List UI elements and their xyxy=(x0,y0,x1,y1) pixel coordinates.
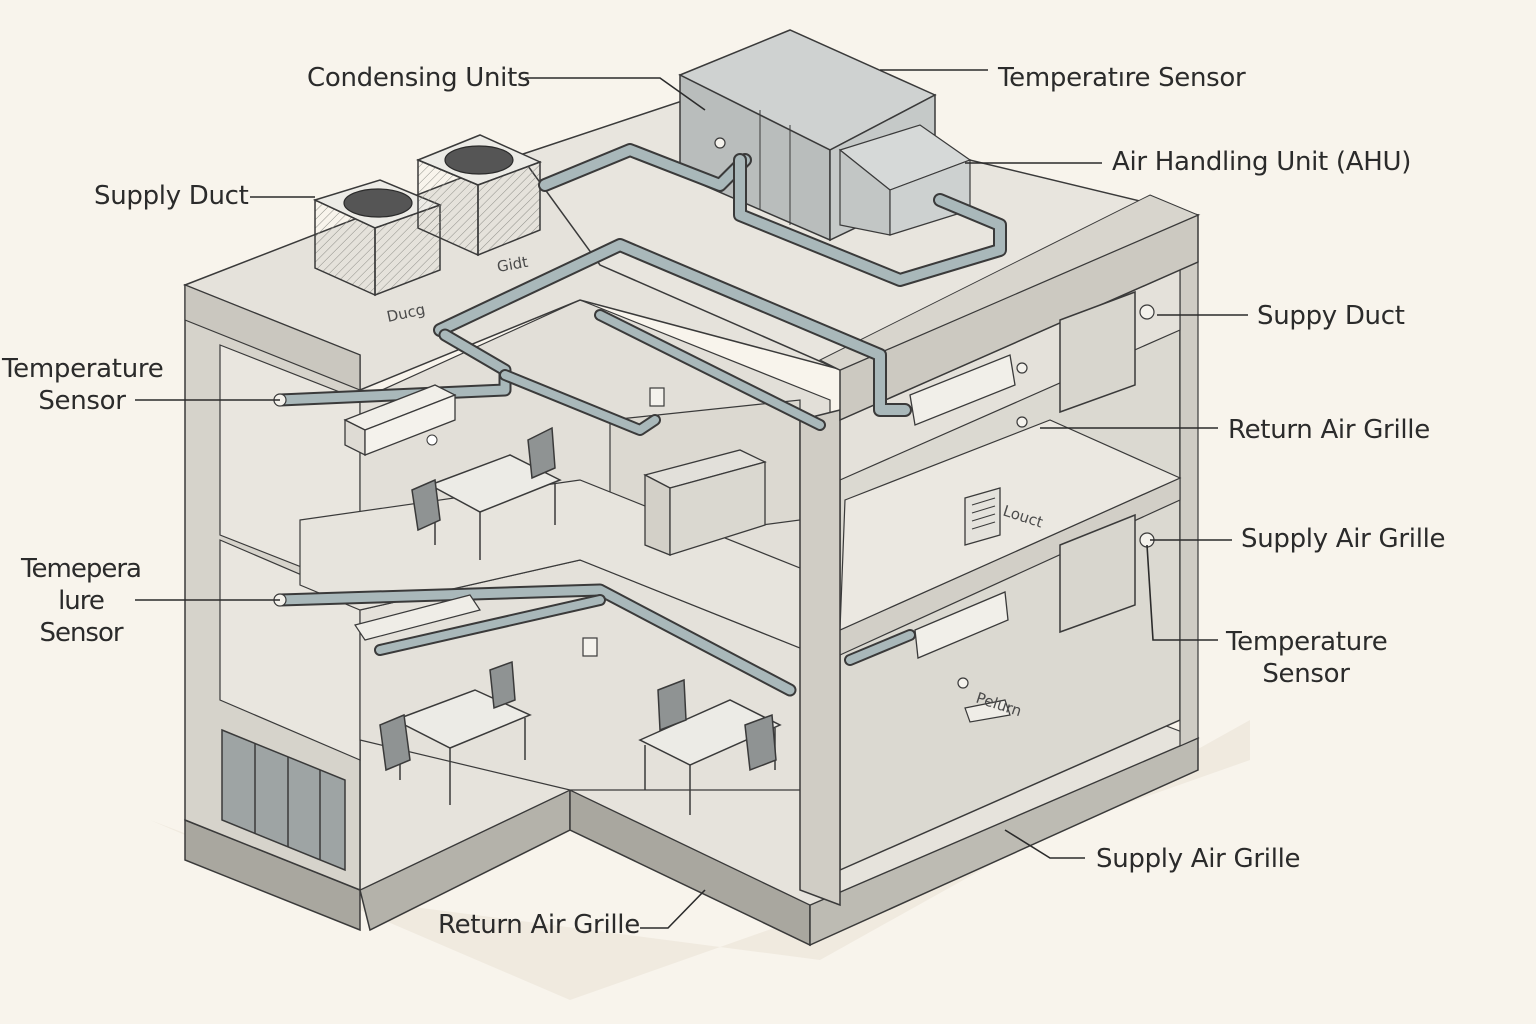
label-condensing-units: Condensing Units xyxy=(307,63,531,93)
window-right-upper xyxy=(1059,290,1136,414)
air-handling-unit-box xyxy=(678,29,972,242)
return-grille-lower xyxy=(964,699,1011,723)
wall-unit-upper-left xyxy=(343,384,457,457)
label-suppy-duct-right: Suppy Duct xyxy=(1257,301,1405,331)
label-air-handling-unit: Air Handling Unit (AHU) xyxy=(1112,147,1412,177)
label-temperature-sensor-right: Temperature Sensor xyxy=(1226,627,1388,689)
label-return-air-grille-right: Return Air Grille xyxy=(1228,415,1430,445)
left-window xyxy=(221,728,346,872)
table-lower-left xyxy=(379,660,532,805)
louver-grille xyxy=(964,487,1001,546)
table-lower-right xyxy=(638,678,782,815)
label-supply-air-grille-bottom: Supply Air Grille xyxy=(1096,844,1301,874)
center-column xyxy=(799,409,841,907)
wall-unit-lower-right xyxy=(914,591,1009,659)
roof-ducts xyxy=(273,143,1007,697)
tag-gidt: Gidt xyxy=(496,253,530,276)
wall-unit-lower-left xyxy=(354,594,481,641)
label-supply-duct-left: Supply Duct xyxy=(94,181,249,211)
roof-parapet xyxy=(818,194,1200,371)
mid-floor-right-top xyxy=(839,419,1182,631)
right-outer-edge xyxy=(1179,261,1199,747)
label-supply-air-grille-right: Supply Air Grille xyxy=(1241,524,1446,554)
table-upper xyxy=(411,426,562,560)
ground-shadow xyxy=(150,720,1250,1000)
label-temperature-sensor-left-2: Temepera lure Sensor xyxy=(21,554,142,648)
leader-lines xyxy=(135,69,1248,929)
label-temperature-sensor-top: Temperatıre Sensor xyxy=(998,63,1246,93)
condensing-unit-2 xyxy=(416,134,542,257)
wall-unit-upper-right xyxy=(909,354,1016,426)
label-return-air-grille-bottom: Return Air Grille xyxy=(438,910,640,940)
window-right-lower xyxy=(1059,513,1136,634)
mid-floor-left xyxy=(299,479,831,661)
cabinet xyxy=(643,449,767,556)
label-temperature-sensor-left-1: Temperature Sensor xyxy=(2,354,164,416)
